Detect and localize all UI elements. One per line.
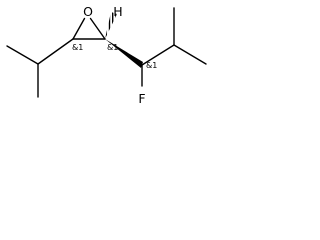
bond-o-left-epoxide-carbon — [72, 17, 86, 40]
structure-diagram: O H F &1 &1 &1 — [6, 4, 207, 106]
bond-side-chain-carbon-isopropyl-carbon — [141, 44, 175, 66]
stereo-label-right-epoxide-carbon: &1 — [107, 43, 118, 52]
hydrogen-atom-label: H — [113, 4, 122, 19]
wedge-bond-right-carbon-side-chain — [105, 39, 143, 68]
stereo-label-side-chain-carbon: &1 — [146, 61, 157, 70]
hashed-wedge-bond-right-carbon-h — [105, 12, 117, 39]
fluorine-atom-label: F — [138, 91, 145, 106]
bond-isopropyl-methyl-upper — [6, 45, 39, 65]
stereo-label-left-epoxide-carbon: &1 — [72, 43, 83, 52]
bond-o-right-epoxide-carbon — [89, 17, 106, 40]
bond-left-carbon-isopropyl-carbon — [37, 38, 74, 65]
oxygen-atom-label: O — [83, 4, 93, 19]
bond-terminal-isopropyl-methyl-right — [173, 44, 207, 65]
